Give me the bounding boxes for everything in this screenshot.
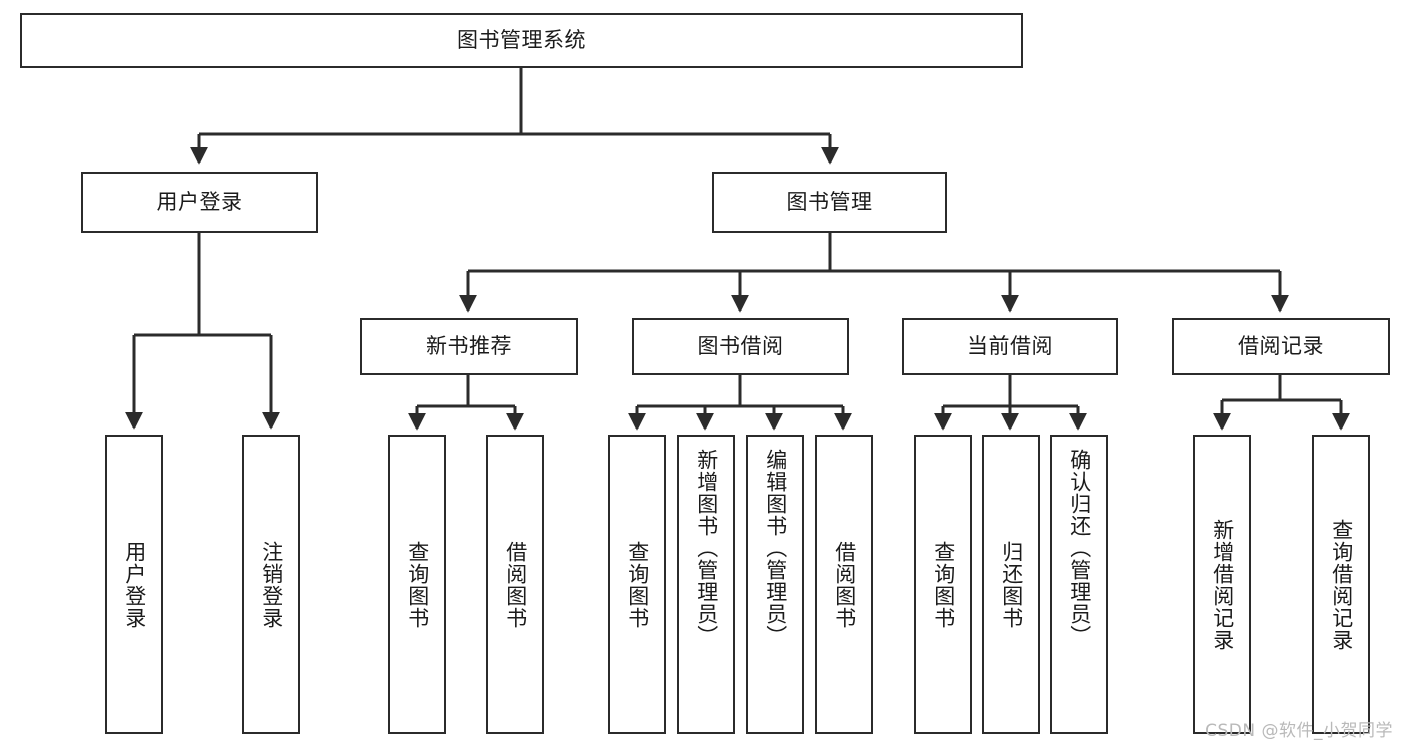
- node-label: 借阅记录: [1238, 334, 1324, 359]
- node-label: 借阅图书: [503, 540, 528, 629]
- leaf-borrow-add-book-admin[interactable]: 新增图书（管理员）: [677, 435, 735, 734]
- leaf-current-query-book[interactable]: 查询图书: [914, 435, 972, 734]
- node-label: 新增借阅记录: [1210, 518, 1235, 651]
- node-label: 查询图书: [931, 540, 956, 629]
- watermark-text: CSDN @软件_小贺同学: [1205, 721, 1393, 741]
- node-new-book-recommend[interactable]: 新书推荐: [360, 318, 578, 375]
- node-label: 图书管理: [786, 190, 873, 215]
- node-root-system[interactable]: 图书管理系统: [20, 13, 1023, 68]
- node-label: 查询图书: [405, 540, 430, 629]
- leaf-recommend-query-book[interactable]: 查询图书: [388, 435, 446, 734]
- node-label: 新增图书（管理员）: [694, 449, 719, 647]
- leaf-borrow-edit-book-admin[interactable]: 编辑图书（管理员）: [746, 435, 804, 734]
- node-label: 图书借阅: [697, 334, 784, 359]
- node-label: 当前借阅: [967, 334, 1053, 359]
- node-label: 用户登录: [156, 190, 243, 215]
- node-book-borrow[interactable]: 图书借阅: [632, 318, 849, 375]
- leaf-user-login-signout[interactable]: 注销登录: [242, 435, 300, 734]
- node-label: 归还图书: [999, 540, 1024, 629]
- leaf-current-confirm-return-admin[interactable]: 确认归还（管理员）: [1050, 435, 1108, 734]
- leaf-record-query-record[interactable]: 查询借阅记录: [1312, 435, 1370, 734]
- leaf-user-login-signin[interactable]: 用户登录: [105, 435, 163, 734]
- leaf-recommend-borrow-book[interactable]: 借阅图书: [486, 435, 544, 734]
- node-borrow-record[interactable]: 借阅记录: [1172, 318, 1390, 375]
- leaf-borrow-borrow-book[interactable]: 借阅图书: [815, 435, 873, 734]
- leaf-current-return-book[interactable]: 归还图书: [982, 435, 1040, 734]
- node-user-login[interactable]: 用户登录: [81, 172, 318, 233]
- leaf-borrow-query-book[interactable]: 查询图书: [608, 435, 666, 734]
- node-label: 注销登录: [259, 540, 284, 629]
- node-label: 图书管理系统: [457, 28, 586, 53]
- node-label: 查询借阅记录: [1329, 518, 1354, 651]
- node-label: 编辑图书（管理员）: [763, 449, 788, 647]
- node-book-management[interactable]: 图书管理: [712, 172, 947, 233]
- node-label: 用户登录: [122, 540, 147, 629]
- node-label: 查询图书: [625, 540, 650, 629]
- node-current-borrow[interactable]: 当前借阅: [902, 318, 1118, 375]
- node-label: 新书推荐: [426, 334, 512, 359]
- node-label: 借阅图书: [832, 540, 857, 629]
- node-label: 确认归还（管理员）: [1067, 449, 1092, 647]
- leaf-record-add-record[interactable]: 新增借阅记录: [1193, 435, 1251, 734]
